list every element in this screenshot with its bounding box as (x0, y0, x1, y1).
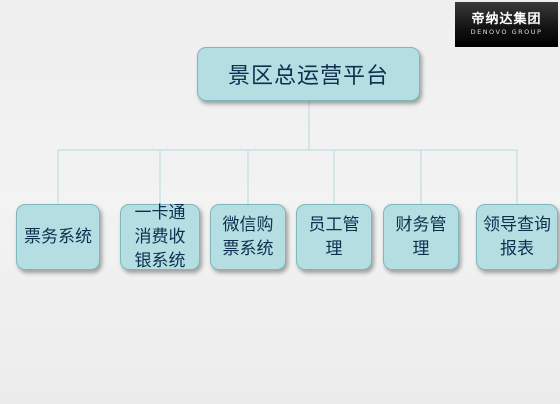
logo-name: 帝纳达集团 (471, 12, 542, 27)
child-node-ticketing: 票务系统 (16, 204, 100, 270)
child-node-onecard-pos: 一卡通消费收银系统 (120, 203, 200, 271)
child-node-wechat-ticketing: 微信购票系统 (210, 204, 286, 270)
child-node-staff-management: 员工管理 (296, 204, 372, 270)
child-node-leader-reports: 领导查询报表 (476, 204, 558, 270)
root-node-platform: 景区总运营平台 (197, 47, 420, 101)
company-logo: 帝纳达集团 DENOVO GROUP (455, 2, 558, 47)
child-node-finance-management: 财务管理 (383, 204, 459, 270)
logo-subtitle: DENOVO GROUP (470, 28, 543, 36)
